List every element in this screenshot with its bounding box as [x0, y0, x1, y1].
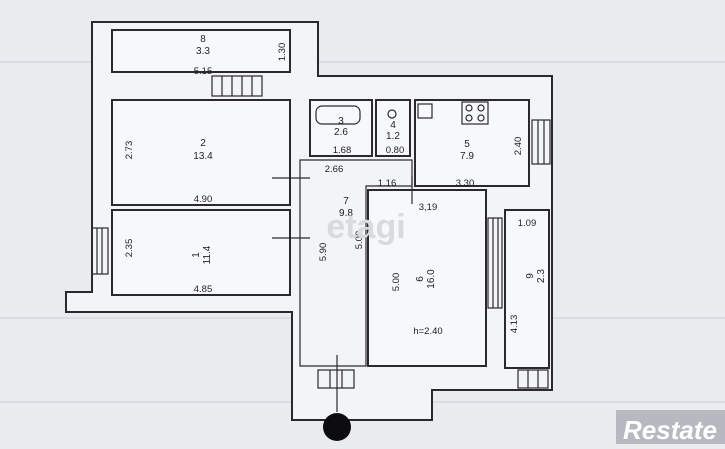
brand-logo: Restate: [616, 410, 725, 445]
dimension-label: 5.90: [318, 243, 329, 262]
dimension-label: 2.66: [325, 164, 344, 175]
room-3: [309, 99, 373, 157]
dimension-label: 1.68: [333, 145, 352, 156]
room-area: 13.4: [193, 151, 213, 162]
dimension-label: 2.40: [513, 137, 524, 156]
dimension-label: 1.30: [277, 43, 288, 62]
burner-icon: [465, 104, 473, 112]
dimension-label: 5.15: [194, 66, 213, 77]
room-number: 7: [343, 196, 349, 207]
dimension-label: 5.00: [391, 273, 402, 292]
room-4: [375, 99, 411, 157]
room-number: 3: [338, 116, 344, 127]
room-number: 8: [200, 34, 206, 45]
room-number: 4: [390, 120, 396, 131]
burner-icon: [465, 114, 473, 122]
room-9: [504, 209, 550, 369]
sink-icon: [417, 103, 433, 119]
window-room-1: [91, 227, 109, 275]
window-kitchen: [531, 119, 551, 165]
window-entry: [317, 369, 355, 389]
window-balcony: [211, 75, 263, 97]
room-area: 2.3: [536, 269, 547, 283]
room-area: 2.6: [334, 127, 348, 138]
dimension-label: 1.09: [518, 218, 537, 229]
room-area: 1.2: [386, 131, 400, 142]
stove-icon: [461, 101, 489, 125]
window-room-6: [487, 217, 503, 309]
room-area: 7.9: [460, 151, 474, 162]
entrance-marker: [323, 413, 351, 441]
dimension-label: 3.30: [456, 178, 475, 189]
room-5: [414, 99, 530, 187]
dimension-label: 4.85: [194, 284, 213, 295]
room-area: 3.3: [196, 46, 210, 57]
bathtub-icon: [315, 105, 361, 125]
watermark: etagi: [326, 208, 405, 246]
dimension-label: 1.16: [378, 178, 397, 189]
room-number: 9: [525, 273, 536, 279]
room-number: 5: [464, 139, 470, 150]
room-1: [111, 209, 291, 296]
burner-icon: [477, 114, 485, 122]
room-area: 11.4: [202, 245, 213, 264]
toilet-icon: [387, 109, 397, 119]
room-area: 9.8: [339, 208, 353, 219]
dimension-label: 3,19: [419, 202, 438, 213]
room-8: [111, 29, 291, 73]
room-7: [299, 159, 413, 367]
dimension-label: 2.73: [124, 141, 135, 160]
dimension-label: 0.80: [386, 145, 405, 156]
dimension-label: 2.35: [124, 239, 135, 258]
dimension-label: 4.13: [509, 315, 520, 334]
room-2: [111, 99, 291, 206]
ceiling-height-label: h=2.40: [413, 326, 442, 337]
room-area: 16.0: [426, 269, 437, 289]
brand-text: Restate: [623, 415, 717, 444]
dimension-label: 5.08: [354, 231, 365, 250]
dimension-label: 4.90: [194, 194, 213, 205]
room-number: 2: [200, 138, 206, 149]
room-number: 6: [415, 276, 426, 282]
window-bottom: [517, 369, 549, 389]
burner-icon: [477, 104, 485, 112]
room-number: 1: [191, 252, 202, 258]
room-6: [367, 189, 487, 367]
